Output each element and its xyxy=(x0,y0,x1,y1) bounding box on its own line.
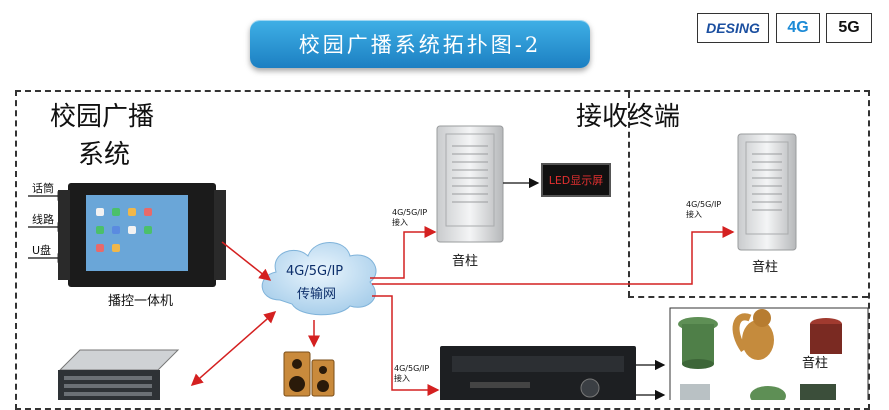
network-cloud xyxy=(261,242,377,316)
access-label-3-line2: 接入 xyxy=(394,374,410,383)
udisk-input-label: U盘 xyxy=(32,244,52,257)
4g-logo: 4G xyxy=(776,13,820,43)
led-display-label: LED显示屏 xyxy=(548,174,604,187)
access-label-1: 4G/5G/IP 接入 xyxy=(392,208,427,228)
column-speaker-3-label: 音柱 xyxy=(802,356,829,371)
broadcast-system-heading-line2: 系统 xyxy=(78,140,131,170)
cloud-to-terminals-lines xyxy=(370,226,735,396)
network-label-line1: 4G/5G/IP xyxy=(286,264,344,279)
console-label: 播控一体机 xyxy=(108,294,174,309)
access-label-3-line1: 4G/5G/IP xyxy=(394,364,430,373)
desing-logo: DESING xyxy=(697,13,769,43)
lawn-speaker-squirrel xyxy=(732,309,774,360)
desing-logo-text: DESING xyxy=(706,20,760,36)
receive-terminal-heading: 接收终端 xyxy=(576,102,681,132)
5g-logo-text: 5G xyxy=(838,19,860,36)
section-divider-horizontal xyxy=(628,296,868,298)
network-label-line2: 传输网 xyxy=(297,287,337,302)
server-to-cloud-arrow xyxy=(190,311,277,386)
lawn-speaker-stump xyxy=(810,318,842,354)
desktop-speakers xyxy=(283,351,335,397)
section-divider-vertical xyxy=(628,92,630,297)
broadcast-system-heading-line1: 校园广播 xyxy=(50,102,155,132)
access-label-3: 4G/5G/IP 接入 xyxy=(394,364,429,384)
4g-logo-text: 4G xyxy=(787,19,809,36)
column-speaker-2 xyxy=(737,133,797,251)
diagram-title-banner: 校园广播系统拓扑图-2 xyxy=(250,20,590,68)
console-to-cloud-arrow xyxy=(221,241,272,281)
column-speaker-1 xyxy=(436,125,504,243)
lawn-speaker-green xyxy=(678,317,718,369)
access-label-2-line2: 接入 xyxy=(686,210,702,219)
access-label-1-line1: 4G/5G/IP xyxy=(392,208,428,217)
column-speaker-1-label: 音柱 xyxy=(452,254,479,269)
console-device xyxy=(58,183,226,287)
led-display: LED显示屏 xyxy=(541,163,611,197)
amplifier-device xyxy=(440,346,636,400)
5g-logo: 5G xyxy=(826,13,872,43)
column-speaker-2-label: 音柱 xyxy=(752,260,779,275)
access-label-2-line1: 4G/5G/IP xyxy=(686,200,722,209)
access-label-1-line2: 接入 xyxy=(392,218,408,227)
server-rack xyxy=(58,349,180,400)
topology-graphics xyxy=(28,125,869,400)
line-input-label: 线路 xyxy=(32,213,54,226)
lawn-speaker-row2 xyxy=(680,384,836,400)
diagram-title: 校园广播系统拓扑图-2 xyxy=(298,33,542,57)
access-label-2: 4G/5G/IP 接入 xyxy=(686,200,721,220)
mic-input-label: 话筒 xyxy=(32,182,54,195)
